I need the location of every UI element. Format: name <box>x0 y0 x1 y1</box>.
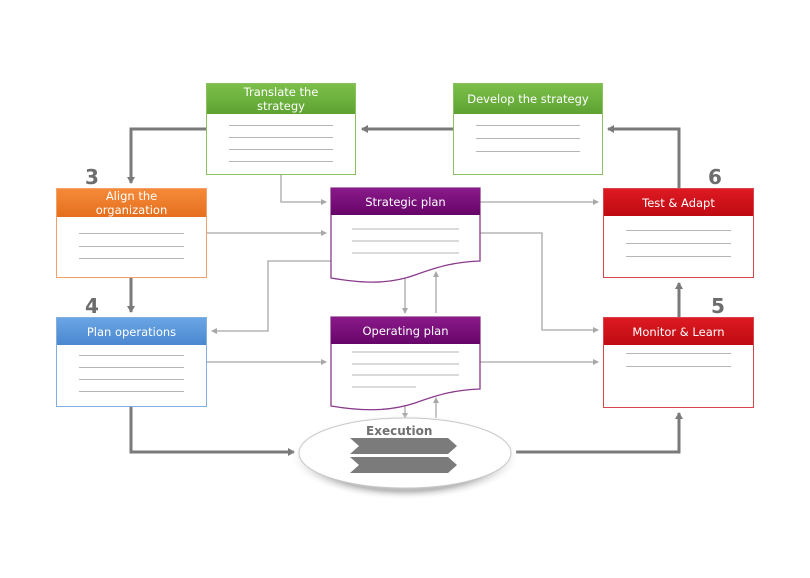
align-organization-header: Align the organization <box>57 189 206 217</box>
execution-label: Execution <box>366 424 433 438</box>
placeholder-line <box>229 137 333 138</box>
translate-strategy-header: Translate the strategy <box>207 84 355 114</box>
chevron-icon <box>350 457 457 473</box>
test-adapt-title: Test & Adapt <box>642 195 715 210</box>
arrow-execution-to-monitor <box>516 412 683 454</box>
placeholder-line <box>476 151 580 152</box>
execution-node <box>290 414 520 500</box>
monitor-learn-header: Monitor & Learn <box>604 318 753 345</box>
test-adapt-box: Test & Adapt <box>603 188 754 278</box>
placeholder-line <box>79 391 184 392</box>
monitor-learn-title: Monitor & Learn <box>632 324 725 339</box>
step-number-5: 5 <box>711 294 725 318</box>
placeholder-line <box>229 149 333 150</box>
translate-strategy-title-line2: strategy <box>257 99 305 113</box>
arrow-plan-ops-to-execution <box>129 407 295 456</box>
strategic-plan-title: Strategic plan <box>365 194 446 209</box>
operating-plan-title: Operating plan <box>362 323 449 338</box>
arrow-test-to-develop <box>607 125 681 188</box>
develop-strategy-box: Develop the strategy <box>453 83 603 175</box>
placeholder-line <box>79 379 184 380</box>
placeholder-line <box>626 256 731 257</box>
translate-strategy-title-line1: Translate the <box>243 85 319 99</box>
chevron-icon <box>350 438 457 454</box>
placeholder-line <box>626 230 731 231</box>
strategic-plan-header: Strategic plan <box>331 188 480 215</box>
develop-strategy-title: Develop the strategy <box>467 92 589 106</box>
arrow-translate-to-strategic-plan <box>280 175 327 205</box>
arrow-strategic-plan-to-monitor <box>480 232 599 333</box>
develop-strategy-header: Develop the strategy <box>454 84 602 114</box>
step-number-6: 6 <box>708 165 722 189</box>
plan-operations-title: Plan operations <box>86 324 177 339</box>
monitor-learn-box: Monitor & Learn <box>603 317 754 408</box>
placeholder-line <box>79 367 184 368</box>
placeholder-line <box>476 125 580 126</box>
placeholder-line <box>79 246 184 247</box>
align-organization-title-line2: organization <box>95 203 168 217</box>
placeholder-line <box>229 161 333 162</box>
test-adapt-header: Test & Adapt <box>604 189 753 216</box>
placeholder-line <box>626 353 731 354</box>
placeholder-line <box>229 125 333 126</box>
arrow-strategic-plan-to-plan-ops <box>211 260 331 334</box>
placeholder-line <box>626 243 731 244</box>
plan-operations-header: Plan operations <box>57 318 206 345</box>
placeholder-line <box>79 233 184 234</box>
translate-strategy-box: Translate the strategy <box>206 83 356 175</box>
arrow-translate-to-align <box>127 127 206 184</box>
step-number-4: 4 <box>85 294 99 318</box>
placeholder-line <box>476 138 580 139</box>
operating-plan-header: Operating plan <box>331 317 480 344</box>
align-organization-box: Align the organization <box>56 188 207 278</box>
plan-operations-box: Plan operations <box>56 317 207 407</box>
placeholder-line <box>79 258 184 259</box>
placeholder-line <box>626 366 731 367</box>
align-organization-title-line1: Align the <box>105 189 158 203</box>
placeholder-line <box>79 355 184 356</box>
step-number-3: 3 <box>85 165 99 189</box>
